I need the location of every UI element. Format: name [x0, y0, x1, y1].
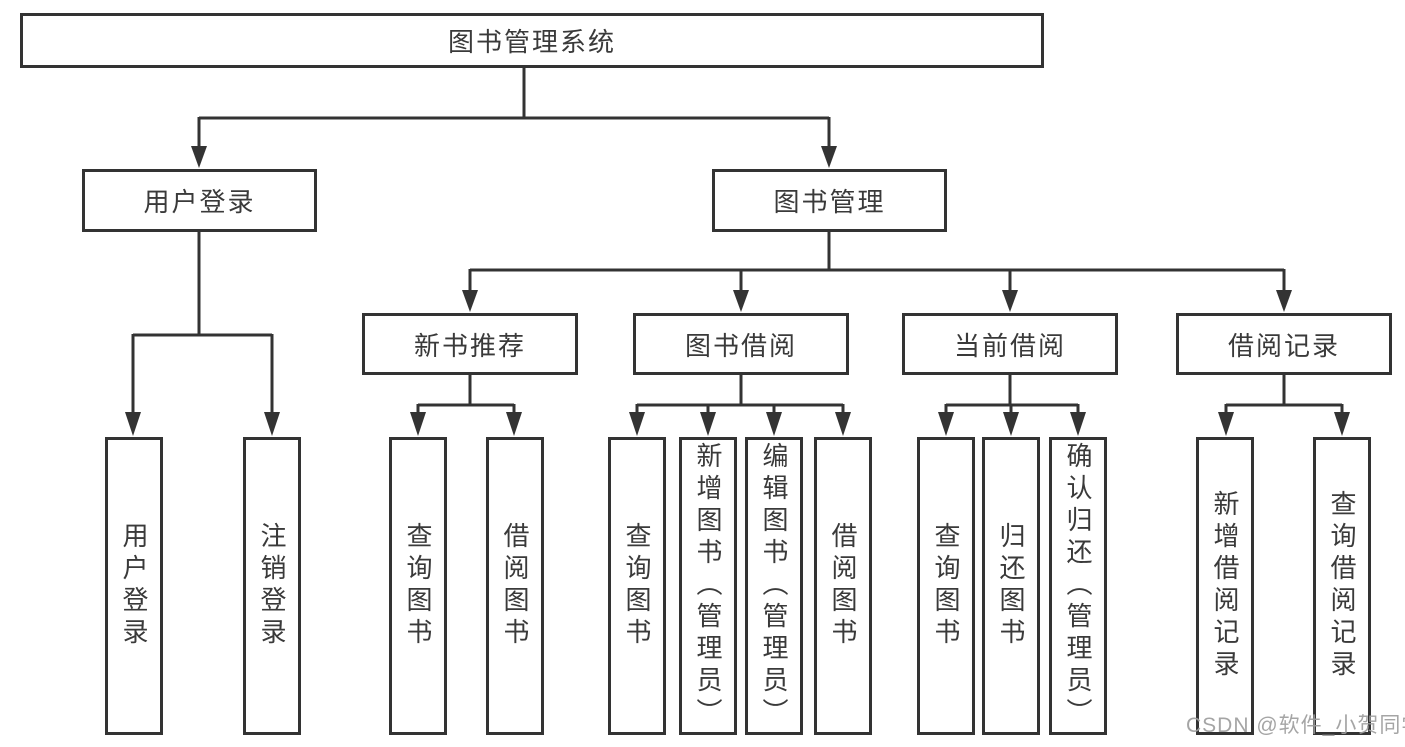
leaf-return-books: 归还图书 [982, 437, 1040, 735]
node-user-login: 用户登录 [82, 169, 317, 232]
leaf-label: 编辑图书（管理员） [759, 442, 789, 730]
node-borrow-records: 借阅记录 [1176, 313, 1392, 375]
node-label: 图书管理 [773, 187, 886, 217]
node-label: 图书借阅 [684, 330, 797, 361]
node-label: 新书推荐 [413, 330, 526, 361]
node-label: 当前借阅 [953, 330, 1066, 361]
leaf-label: 归还图书 [996, 522, 1026, 650]
node-new-book-recommend: 新书推荐 [362, 313, 578, 375]
leaf-label: 新增图书（管理员） [693, 442, 723, 730]
leaf-query-borrow-record: 查询借阅记录 [1313, 437, 1371, 735]
arrowheads [125, 146, 1350, 436]
leaf-label: 用户登录 [119, 522, 149, 650]
node-current-borrow: 当前借阅 [902, 313, 1118, 375]
leaf-add-borrow-record: 新增借阅记录 [1196, 437, 1254, 735]
node-label: 用户登录 [143, 187, 256, 217]
leaf-label: 注销登录 [257, 522, 287, 650]
leaf-user-login: 用户登录 [105, 437, 163, 735]
leaf-edit-books-admin: 编辑图书（管理员） [745, 437, 803, 735]
node-book-borrow: 图书借阅 [633, 313, 849, 375]
leaf-borrow-books-recommend: 借阅图书 [486, 437, 544, 735]
leaf-borrow-books: 借阅图书 [814, 437, 872, 735]
leaf-label: 新增借阅记录 [1210, 490, 1240, 682]
node-book-management: 图书管理 [712, 169, 947, 232]
leaf-label: 查询图书 [403, 522, 433, 650]
leaf-label: 查询图书 [931, 522, 961, 650]
leaf-label: 查询图书 [622, 522, 652, 650]
leaf-label: 确认归还（管理员） [1063, 442, 1093, 730]
node-label: 图书管理系统 [447, 27, 616, 57]
leaf-query-books-recommend: 查询图书 [389, 437, 447, 735]
leaf-confirm-return-admin: 确认归还（管理员） [1049, 437, 1107, 735]
node-label: 借阅记录 [1227, 330, 1340, 361]
leaf-logout: 注销登录 [243, 437, 301, 735]
leaf-add-books-admin: 新增图书（管理员） [679, 437, 737, 735]
leaf-query-books-current: 查询图书 [917, 437, 975, 735]
leaf-query-books-borrow: 查询图书 [608, 437, 666, 735]
node-library-management-system: 图书管理系统 [20, 13, 1044, 68]
leaf-label: 借阅图书 [500, 522, 530, 650]
leaf-label: 查询借阅记录 [1327, 490, 1357, 682]
leaf-label: 借阅图书 [828, 522, 858, 650]
